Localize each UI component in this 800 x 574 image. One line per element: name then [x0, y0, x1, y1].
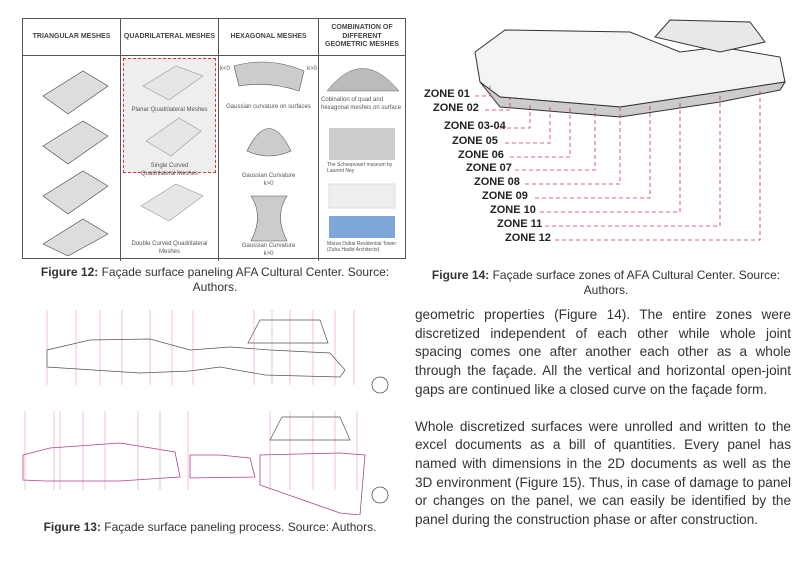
label-gaussian-1: Gaussian Curvature k>0	[241, 173, 296, 187]
figure-12-mesh-table: TRIANGULAR MESHES QUADRILATERAL MESHES P…	[22, 18, 406, 261]
figure-14-building-drawing	[474, 19, 787, 241]
column-combination: COMBINATION OF DIFFERENT GEOMETRIC MESHE…	[319, 19, 405, 261]
paragraph: Whole discretized surfaces were unrolled…	[415, 418, 791, 528]
caption-text: Façade surface paneling process. Source:…	[100, 520, 377, 534]
zone-label: ZONE 01	[424, 88, 470, 100]
caption-text: Façade surface paneling AFA Cultural Cen…	[98, 265, 390, 294]
triangular-mesh-images	[42, 70, 109, 257]
label-gaussian-surfaces: Gaussian curvature on surfaces	[226, 104, 311, 110]
figure-12-caption: Figure 12: Façade surface paneling AFA C…	[40, 265, 390, 295]
header-hexagonal: HEXAGONAL MESHES	[219, 19, 318, 56]
zone-label: ZONE 03-04	[444, 120, 506, 132]
header-quadrilateral: QUADRILATERAL MESHES	[121, 19, 218, 56]
zone-label: ZONE 11	[497, 218, 543, 230]
zone-label: ZONE 07	[466, 162, 512, 174]
label-k-positive: k>0	[307, 66, 317, 72]
label-planar-quad: Planar Quadrilateral Meshes	[131, 107, 208, 113]
combo-images	[326, 68, 400, 238]
header-triangular: TRIANGULAR MESHES	[23, 19, 120, 56]
column-triangular: TRIANGULAR MESHES	[23, 19, 121, 261]
zone-label: ZONE 12	[505, 232, 551, 244]
column-quadrilateral: QUADRILATERAL MESHES Planar Quadrilatera…	[121, 19, 219, 261]
column-hexagonal: HEXAGONAL MESHES k<0 k>0 Gaussian curvat…	[219, 19, 319, 261]
header-combination: COMBINATION OF DIFFERENT GEOMETRIC MESHE…	[319, 19, 405, 56]
caption-label: Figure 14:	[431, 268, 490, 282]
figure-13-caption: Figure 13: Façade surface paneling proce…	[40, 520, 380, 535]
body-text: geometric properties (Figure 14). The en…	[415, 306, 791, 548]
label-single-curved: Single Curved Quadrilateral Meshes	[140, 163, 199, 177]
caption-text: Façade surface zones of AFA Cultural Cen…	[489, 268, 781, 297]
zone-label: ZONE 02	[433, 102, 479, 114]
caption-label: Figure 12:	[40, 265, 99, 279]
label-marsa-dubai: Marsa Dubai Residential Tower (Zaha Hadi…	[327, 241, 397, 254]
zone-label: ZONE 10	[490, 204, 536, 216]
caption-label: Figure 13:	[43, 520, 101, 534]
label-gaussian-2: Gaussian Curvature k>0	[241, 243, 296, 257]
paragraph: geometric properties (Figure 14). The en…	[415, 307, 791, 397]
label-double-curved: Double Curved Quadrilateral Meshes	[131, 241, 208, 255]
hex-mesh-images	[233, 61, 305, 242]
zone-label: ZONE 05	[452, 135, 498, 147]
zone-label: ZONE 06	[458, 149, 504, 161]
zone-label: ZONE 09	[482, 190, 528, 202]
quad-mesh-images	[140, 65, 204, 222]
zone-label: ZONE 08	[474, 176, 520, 188]
figure-13-paneling-drawing	[22, 310, 389, 515]
label-combination: Cobination of quad and hexagonal meshes …	[321, 97, 402, 111]
label-k-negative: k<0	[220, 66, 230, 72]
figure-14-caption: Figure 14: Façade surface zones of AFA C…	[430, 268, 782, 298]
label-scheepvaart: The Scheepvaart museum by Laurent Ney	[327, 162, 393, 175]
